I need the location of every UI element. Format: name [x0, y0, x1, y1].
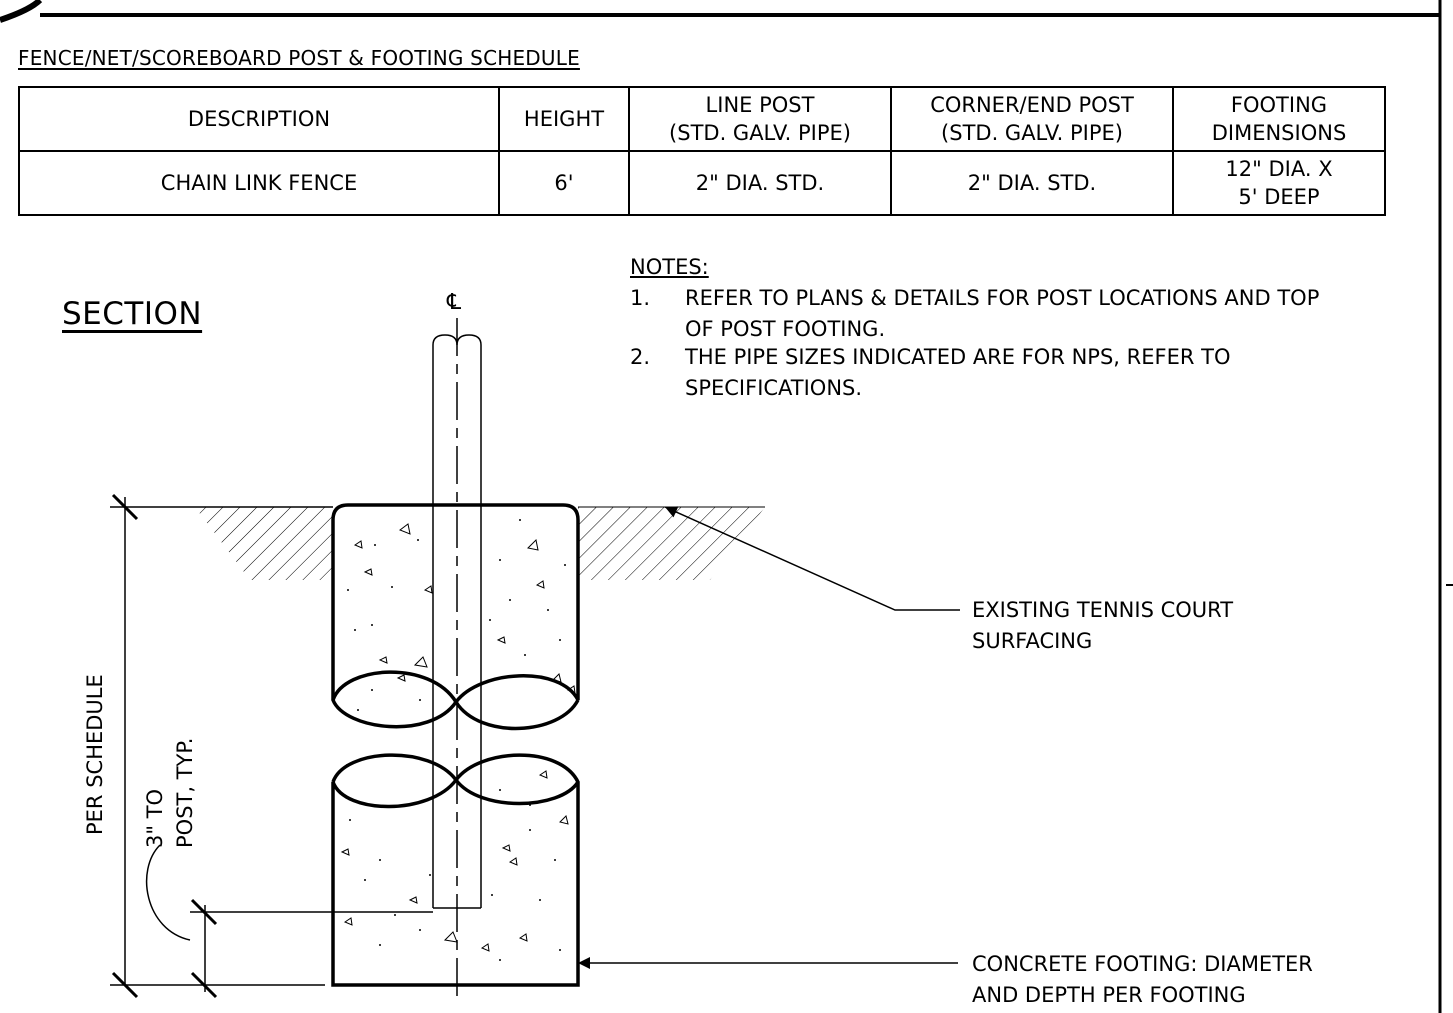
ground-hatch [180, 506, 765, 580]
schedule-title: FENCE/NET/SCOREBOARD POST & FOOTING SCHE… [18, 46, 580, 70]
header-line-post-line1: LINE POST [705, 93, 815, 117]
note-2-line2: SPECIFICATIONS. [685, 376, 863, 400]
header-footing-line1: FOOTING [1230, 93, 1328, 117]
note-2-line1: THE PIPE SIZES INDICATED ARE FOR NPS, RE… [685, 345, 1231, 369]
callout-footing-line1: CONCRETE FOOTING: DIAMETER [972, 952, 1313, 976]
header-height: HEIGHT [498, 86, 630, 152]
concrete-footing [331, 503, 580, 987]
note-2-number: 2. [630, 345, 651, 369]
note-2: 2. THE PIPE SIZES INDICATED ARE FOR NPS,… [630, 342, 1390, 404]
table-row: CHAIN LINK FENCE 6' 2" DIA. STD. 2" DIA.… [18, 150, 1386, 216]
table-header-row: DESCRIPTION HEIGHT LINE POST (STD. GALV.… [18, 86, 1386, 152]
header-line-post: LINE POST (STD. GALV. PIPE) [628, 86, 892, 152]
dimension-to-post: 3" TO POST, TYP. [140, 738, 200, 848]
note-1-number: 1. [630, 286, 651, 310]
note-1: 1. REFER TO PLANS & DETAILS FOR POST LOC… [630, 283, 1390, 345]
note-1-line1: REFER TO PLANS & DETAILS FOR POST LOCATI… [685, 286, 1320, 310]
callout-surfacing: EXISTING TENNIS COURT SURFACING [972, 595, 1233, 657]
leader-lines [578, 506, 960, 969]
header-description: DESCRIPTION [18, 86, 500, 152]
schedule-table: DESCRIPTION HEIGHT LINE POST (STD. GALV.… [18, 86, 1386, 216]
cell-height: 6' [498, 150, 630, 216]
callout-footing: CONCRETE FOOTING: DIAMETER AND DEPTH PER… [972, 949, 1313, 1011]
callout-surfacing-line2: SURFACING [972, 629, 1093, 653]
cell-footing-line2: 5' DEEP [1238, 185, 1320, 209]
note-1-text: REFER TO PLANS & DETAILS FOR POST LOCATI… [685, 283, 1405, 345]
note-1-line2: OF POST FOOTING. [685, 317, 886, 341]
header-corner-post: CORNER/END POST (STD. GALV. PIPE) [890, 86, 1174, 152]
cell-footing-line1: 12" DIA. X [1225, 157, 1333, 181]
section-title: SECTION [62, 296, 203, 332]
cell-line-post: 2" DIA. STD. [628, 150, 892, 216]
dimension-per-schedule: PER SCHEDULE [83, 674, 107, 835]
cell-corner-post: 2" DIA. STD. [890, 150, 1174, 216]
header-corner-post-line1: CORNER/END POST [930, 93, 1134, 117]
dimension-to-post-line2: POST, TYP. [173, 737, 197, 848]
header-corner-post-line2: (STD. GALV. PIPE) [941, 121, 1123, 145]
callout-surfacing-line1: EXISTING TENNIS COURT [972, 598, 1234, 622]
callout-footing-line2: AND DEPTH PER FOOTING [972, 983, 1246, 1007]
header-footing: FOOTING DIMENSIONS [1172, 86, 1386, 152]
note-2-text: THE PIPE SIZES INDICATED ARE FOR NPS, RE… [685, 342, 1405, 404]
dimension-lines [110, 493, 433, 999]
header-footing-line2: DIMENSIONS [1211, 121, 1347, 145]
notes-title: NOTES: [630, 255, 709, 279]
cell-description: CHAIN LINK FENCE [18, 150, 500, 216]
cell-footing: 12" DIA. X 5' DEEP [1172, 150, 1386, 216]
centerline-symbol: ℄ [447, 290, 462, 315]
dimension-to-post-line1: 3" TO [143, 788, 167, 848]
header-line-post-line2: (STD. GALV. PIPE) [669, 121, 851, 145]
